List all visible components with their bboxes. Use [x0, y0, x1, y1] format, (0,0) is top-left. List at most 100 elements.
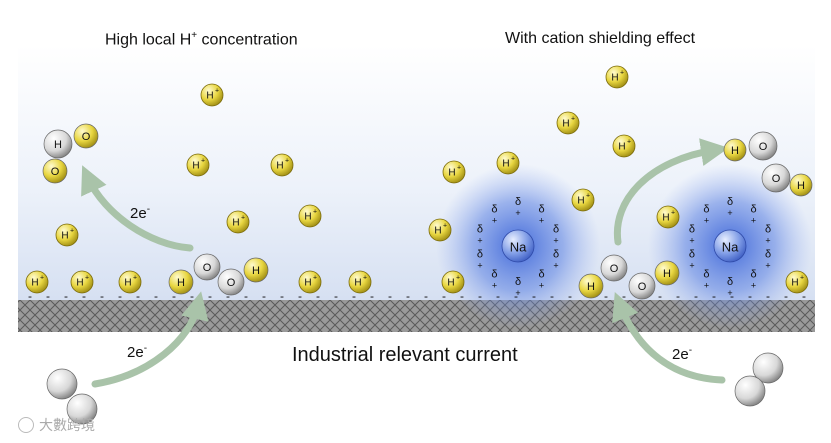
proton-h-plus: H+: [571, 188, 595, 212]
delta-symbol: δ: [765, 224, 771, 236]
surface-charge-mark: -: [694, 289, 698, 303]
proton-ball: [226, 210, 250, 234]
adsorbed-hydrogen-3: H: [578, 273, 604, 299]
product-hydrogen-2-ball: [789, 173, 813, 197]
water-oxygen-atom-1: O: [73, 123, 99, 149]
gas-molecule-atom-1-ball: [46, 368, 78, 400]
delta-charge: +: [492, 216, 497, 226]
proton-charge: +: [313, 209, 317, 216]
proton-charge: +: [620, 70, 624, 77]
proton-label: H: [662, 213, 669, 224]
surface-charge-mark: -: [262, 289, 266, 303]
water-oxygen-atom-1-label: O: [82, 131, 91, 143]
adsorbed-hydrogen-4-label: H: [663, 268, 671, 280]
proton-label: H: [447, 278, 454, 289]
adsorbed-oxygen-4: O: [628, 272, 656, 300]
proton-charge: +: [456, 275, 460, 282]
surface-charge-mark: -: [784, 289, 788, 303]
delta-charge: +: [477, 260, 482, 270]
adsorbed-oxygen-1-ball: [193, 253, 221, 281]
proton-charge: +: [457, 165, 461, 172]
delta-charge: +: [492, 280, 497, 290]
surface-charge-mark: -: [82, 289, 86, 303]
delta-symbol: δ: [477, 224, 483, 236]
delta-symbol: δ: [750, 268, 756, 280]
surface-charge-mark: -: [154, 289, 158, 303]
product-hydrogen-1-ball: [723, 138, 747, 162]
proton-ball: [605, 65, 629, 89]
product-hydrogen-1-label: H: [731, 145, 739, 157]
delta-charge: +: [515, 208, 520, 218]
surface-charge-mark: -: [118, 289, 122, 303]
proton-charge: +: [671, 210, 675, 217]
surface-charge-mark: -: [676, 289, 680, 303]
adsorbed-hydrogen-3-label: H: [587, 281, 595, 293]
proton-label: H: [611, 73, 618, 84]
arrow-electrons-left-bottom: [91, 291, 209, 388]
product-hydrogen-1: H: [723, 138, 747, 162]
adsorbed-oxygen-4-ball: [628, 272, 656, 300]
water-oxygen-atom-2: O: [42, 158, 68, 184]
surface-charge-mark: -: [658, 289, 662, 303]
delta-charge: +: [689, 236, 694, 246]
adsorbed-hydrogen-1-label: H: [177, 277, 185, 289]
adsorbed-hydrogen-2: H: [243, 257, 269, 283]
proton-label: H: [562, 119, 569, 130]
proton-charge: +: [443, 223, 447, 230]
proton-h-plus: H+: [556, 111, 580, 135]
proton-h-plus: H+: [226, 210, 250, 234]
delta-symbol: δ: [703, 204, 709, 216]
delta-charge: +: [704, 216, 709, 226]
proton-ball: [348, 270, 372, 294]
proton-ball: [496, 151, 520, 175]
surface-charge-mark: -: [568, 289, 572, 303]
delta-charge: +: [539, 280, 544, 290]
proton-charge: +: [511, 156, 515, 163]
proton-ball: [55, 223, 79, 247]
proton-charge: +: [363, 275, 367, 282]
delta-symbol: δ: [727, 196, 733, 208]
watermark-logo-icon: [18, 417, 34, 433]
proton-ball: [442, 160, 466, 184]
proton-charge: +: [285, 158, 289, 165]
proton-label: H: [232, 218, 239, 229]
adsorbed-hydrogen-1-ball: [168, 269, 194, 295]
delta-symbol: δ: [515, 276, 521, 288]
adsorbed-oxygen-2-ball: [217, 268, 245, 296]
arrow-electrons-right-bottom: [612, 292, 726, 384]
delta-charge: +: [539, 216, 544, 226]
arrow-products-left-top: [81, 165, 194, 252]
electron-label-left-bottom: 2e-: [127, 343, 148, 361]
surface-charge-mark: -: [712, 289, 716, 303]
proton-ball: [298, 270, 322, 294]
delta-charge: +: [727, 208, 732, 218]
adsorbed-hydrogen-4: H: [654, 260, 680, 286]
proton-ball: [785, 270, 809, 294]
surface-charge-mark: -: [478, 289, 482, 303]
product-oxygen-1-label: O: [759, 141, 768, 153]
water-oxygen-atom-2-label: O: [51, 166, 60, 178]
proton-h-plus: H+: [118, 270, 142, 294]
delta-symbol: δ: [515, 196, 521, 208]
surface-charge-mark: -: [604, 289, 608, 303]
adsorbed-hydrogen-3-ball: [578, 273, 604, 299]
proton-h-plus: H+: [55, 223, 79, 247]
proton-label: H: [618, 142, 625, 153]
delta-charge: +: [765, 260, 770, 270]
proton-label: H: [448, 168, 455, 179]
delta-charge: +: [515, 288, 520, 298]
delta-symbol: δ: [689, 224, 695, 236]
proton-charge: +: [133, 275, 137, 282]
surface-charge-mark: -: [244, 289, 248, 303]
surface-charge-mark: -: [352, 289, 356, 303]
adsorbed-oxygen-3: O: [600, 254, 628, 282]
product-oxygen-2-label: O: [772, 173, 781, 185]
proton-charge: +: [313, 275, 317, 282]
surface-charge-mark: -: [766, 289, 770, 303]
delta-charge: +: [751, 216, 756, 226]
product-oxygen-2-ball: [761, 163, 791, 193]
delta-symbol: δ: [491, 204, 497, 216]
proton-h-plus: H+: [298, 270, 322, 294]
